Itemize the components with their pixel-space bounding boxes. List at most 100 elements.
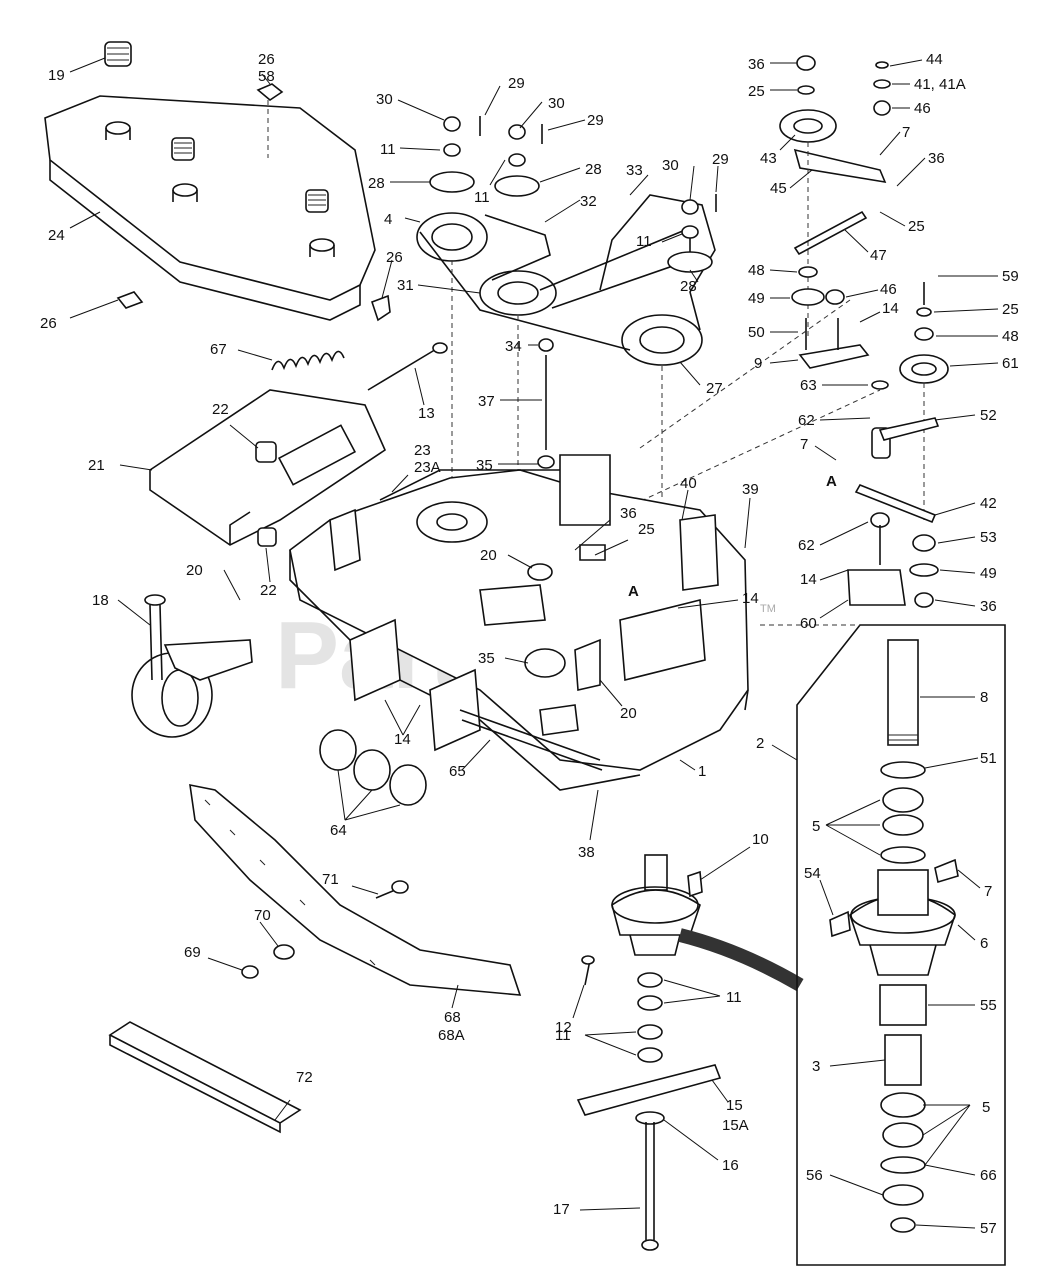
callout-50: 50: [748, 324, 765, 341]
callout-53: 53: [980, 529, 997, 546]
knob-26-top: [256, 83, 284, 101]
callout-3: 3: [812, 1058, 820, 1075]
callout-7: 7: [902, 124, 910, 141]
callout-46: 46: [914, 100, 931, 117]
callout-71: 71: [322, 871, 339, 888]
spindle-detail-box: [760, 624, 1006, 1266]
callout-9: 9: [754, 355, 762, 372]
callout-31: 31: [397, 277, 414, 294]
callout-1: 1: [698, 763, 706, 780]
callout-37: 37: [478, 393, 495, 410]
callout-45: 45: [770, 180, 787, 197]
callout-72: 72: [296, 1069, 313, 1086]
callout-36: 36: [748, 56, 765, 73]
callout-64: 64: [330, 822, 347, 839]
callout-15A: 15A: [722, 1117, 749, 1134]
callout-15: 15: [726, 1097, 743, 1114]
pulleys-and-belts: [416, 116, 717, 366]
callout-30: 30: [548, 95, 565, 112]
leader-lines: [69, 57, 999, 1229]
callout-39: 39: [742, 481, 759, 498]
callout-23: 23: [414, 442, 431, 459]
callout-11: 11: [380, 141, 396, 158]
callout-43: 43: [760, 150, 777, 167]
knob-19: [104, 41, 132, 67]
callout-21: 21: [88, 457, 105, 474]
callout-70: 70: [254, 907, 271, 924]
callout-36: 36: [928, 150, 945, 167]
callout-48: 48: [1002, 328, 1019, 345]
callout-14: 14: [394, 731, 411, 748]
callout-14: 14: [800, 571, 817, 588]
callout-32: 32: [580, 193, 597, 210]
callout-29: 29: [508, 75, 525, 92]
callout-11: 11: [726, 989, 742, 1006]
callout-47: 47: [870, 247, 887, 264]
callout-49: 49: [980, 565, 997, 582]
callout-A: A: [628, 583, 639, 600]
callout-30: 30: [662, 157, 679, 174]
callout-10: 10: [752, 831, 769, 848]
callout-62: 62: [798, 537, 815, 554]
callout-48: 48: [748, 262, 765, 279]
caster-wheel-18: [131, 594, 253, 738]
callout-16: 16: [722, 1157, 739, 1174]
callout-25: 25: [908, 218, 925, 235]
callout-22: 22: [260, 582, 277, 599]
callout-44: 44: [926, 51, 943, 68]
callout-68: 68: [444, 1009, 461, 1026]
plate-72: [108, 1021, 302, 1134]
callout-A: A: [826, 473, 837, 490]
callout-60: 60: [800, 615, 817, 632]
callout-41-41A: 41, 41A: [914, 76, 966, 93]
callout-55: 55: [980, 997, 997, 1014]
callout-65: 65: [449, 763, 466, 780]
callout-23A: 23A: [414, 459, 441, 476]
callout-11: 11: [474, 189, 490, 206]
rod-13: [367, 347, 439, 391]
callout-labels: 19 26 58 24 26 26 30 29 30 29 11 28 11 2…: [40, 51, 1019, 1237]
callout-63: 63: [800, 377, 817, 394]
callout-69: 69: [184, 944, 201, 961]
callout-57: 57: [980, 1220, 997, 1237]
callout-61: 61: [1002, 355, 1019, 372]
callout-20: 20: [620, 705, 637, 722]
callout-19: 19: [48, 67, 65, 84]
callout-42: 42: [980, 495, 997, 512]
callout-34: 34: [505, 338, 522, 355]
callout-49: 49: [748, 290, 765, 307]
callout-14: 14: [742, 590, 759, 607]
callout-59: 59: [1002, 268, 1019, 285]
parts-artwork: [44, 41, 1006, 1266]
callout-6: 6: [980, 935, 988, 952]
callout-7: 7: [800, 436, 808, 453]
callout-46: 46: [880, 281, 897, 298]
callout-28: 28: [585, 161, 602, 178]
callout-36: 36: [620, 505, 637, 522]
callout-68A: 68A: [438, 1027, 465, 1044]
callout-29: 29: [587, 112, 604, 129]
callout-12: 12: [555, 1019, 572, 1036]
callout-7: 7: [984, 883, 992, 900]
callout-4: 4: [384, 211, 392, 228]
callout-66: 66: [980, 1167, 997, 1184]
callout-20: 20: [480, 547, 497, 564]
callout-35: 35: [478, 650, 495, 667]
callout-27: 27: [706, 380, 723, 397]
callout-24: 24: [48, 227, 65, 244]
callout-26: 26: [386, 249, 403, 266]
callout-5: 5: [982, 1099, 990, 1116]
callout-2: 2: [756, 735, 764, 752]
callout-20: 20: [186, 562, 203, 579]
callout-52: 52: [980, 407, 997, 424]
callout-36: 36: [980, 598, 997, 615]
callout-62: 62: [798, 412, 815, 429]
callout-25: 25: [638, 521, 655, 538]
callout-56: 56: [806, 1167, 823, 1184]
center-spindle: [576, 854, 804, 1251]
callout-51: 51: [980, 750, 997, 767]
belt-cover: [149, 389, 387, 547]
callout-25: 25: [1002, 301, 1019, 318]
callout-18: 18: [92, 592, 109, 609]
